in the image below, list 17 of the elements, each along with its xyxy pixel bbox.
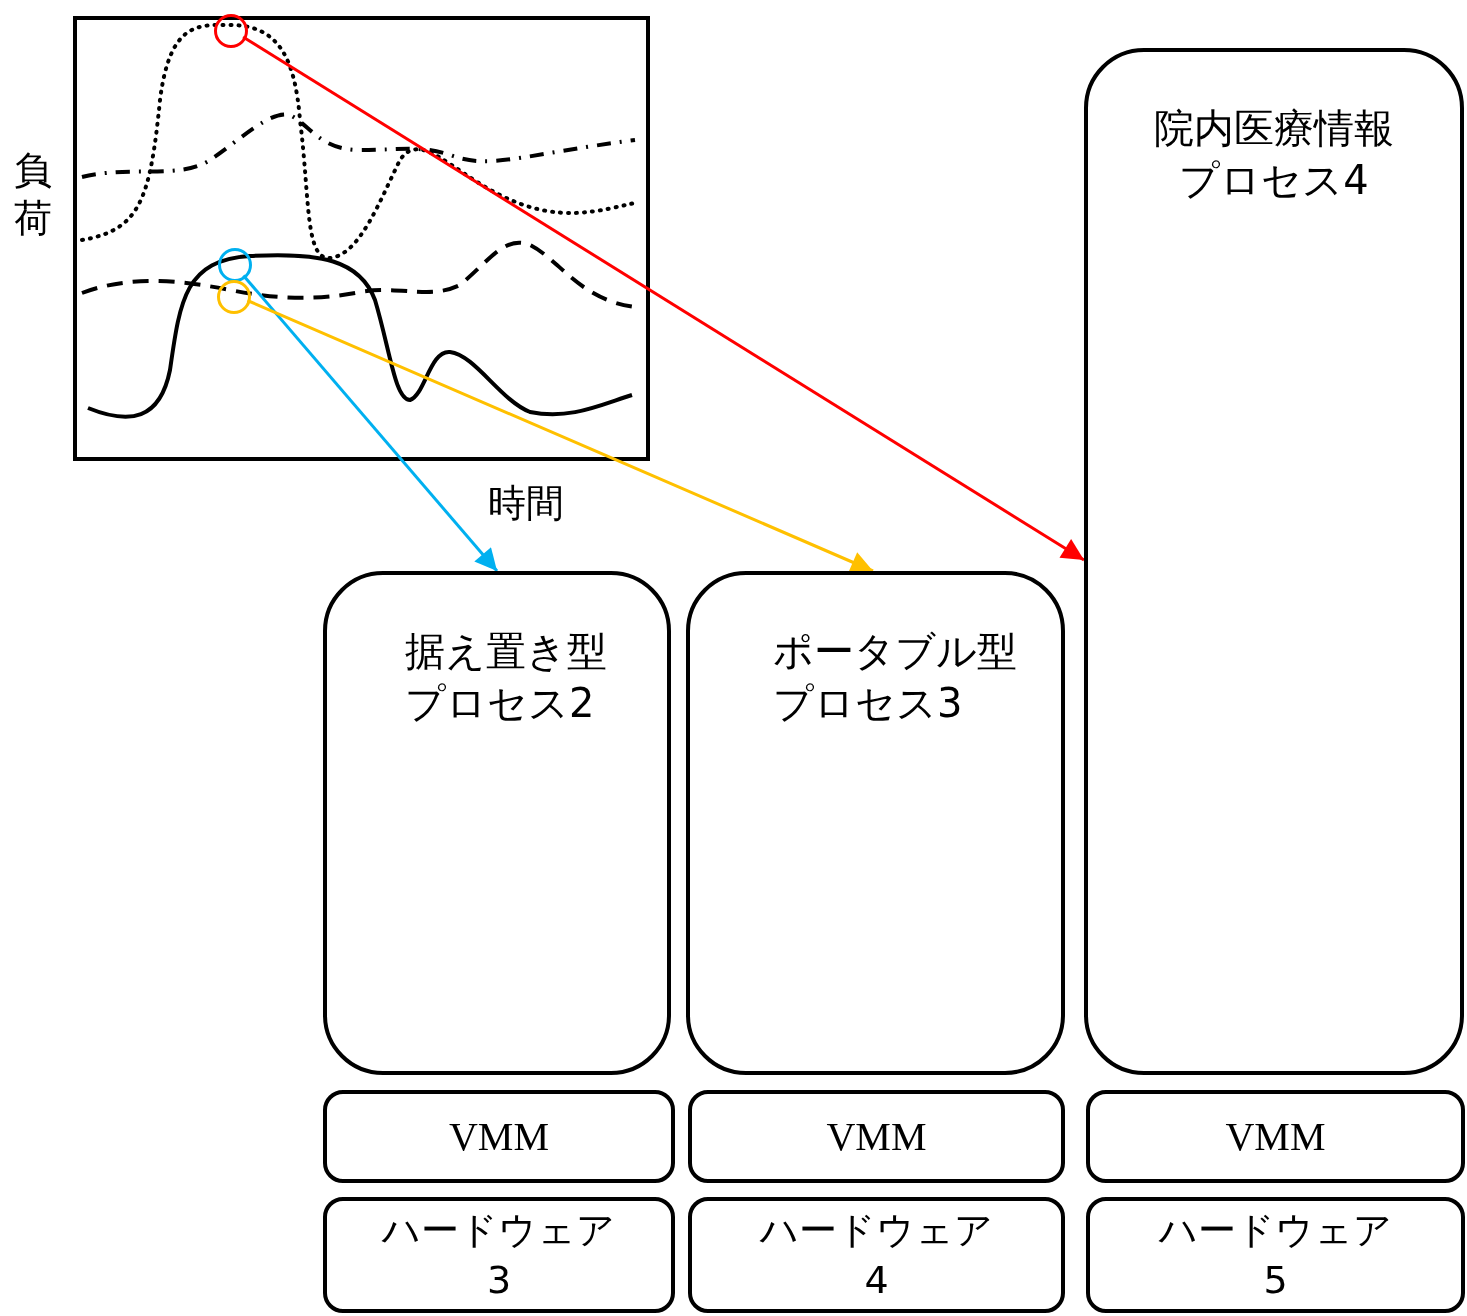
vmm-box: VMM [1086, 1090, 1465, 1183]
process-box: ポータブル型プロセス3 [686, 571, 1065, 1075]
marker-circle [214, 14, 248, 48]
vmm-box: VMM [688, 1090, 1065, 1183]
arrow [246, 299, 874, 573]
axis-label: 時間 [488, 480, 564, 526]
hardware-box: ハードウェア3 [323, 1197, 675, 1313]
process-box: 据え置き型プロセス2 [323, 571, 671, 1075]
axis-label: 負荷 [14, 147, 52, 242]
process-box: 院内医療情報プロセス4 [1084, 48, 1464, 1075]
hardware-box: ハードウェア4 [688, 1197, 1065, 1313]
marker-circle [217, 280, 251, 314]
arrow [242, 274, 499, 572]
marker-circle [218, 248, 252, 282]
hardware-box: ハードウェア5 [1086, 1197, 1465, 1313]
arrow [242, 35, 1085, 562]
vmm-box: VMM [323, 1090, 675, 1183]
